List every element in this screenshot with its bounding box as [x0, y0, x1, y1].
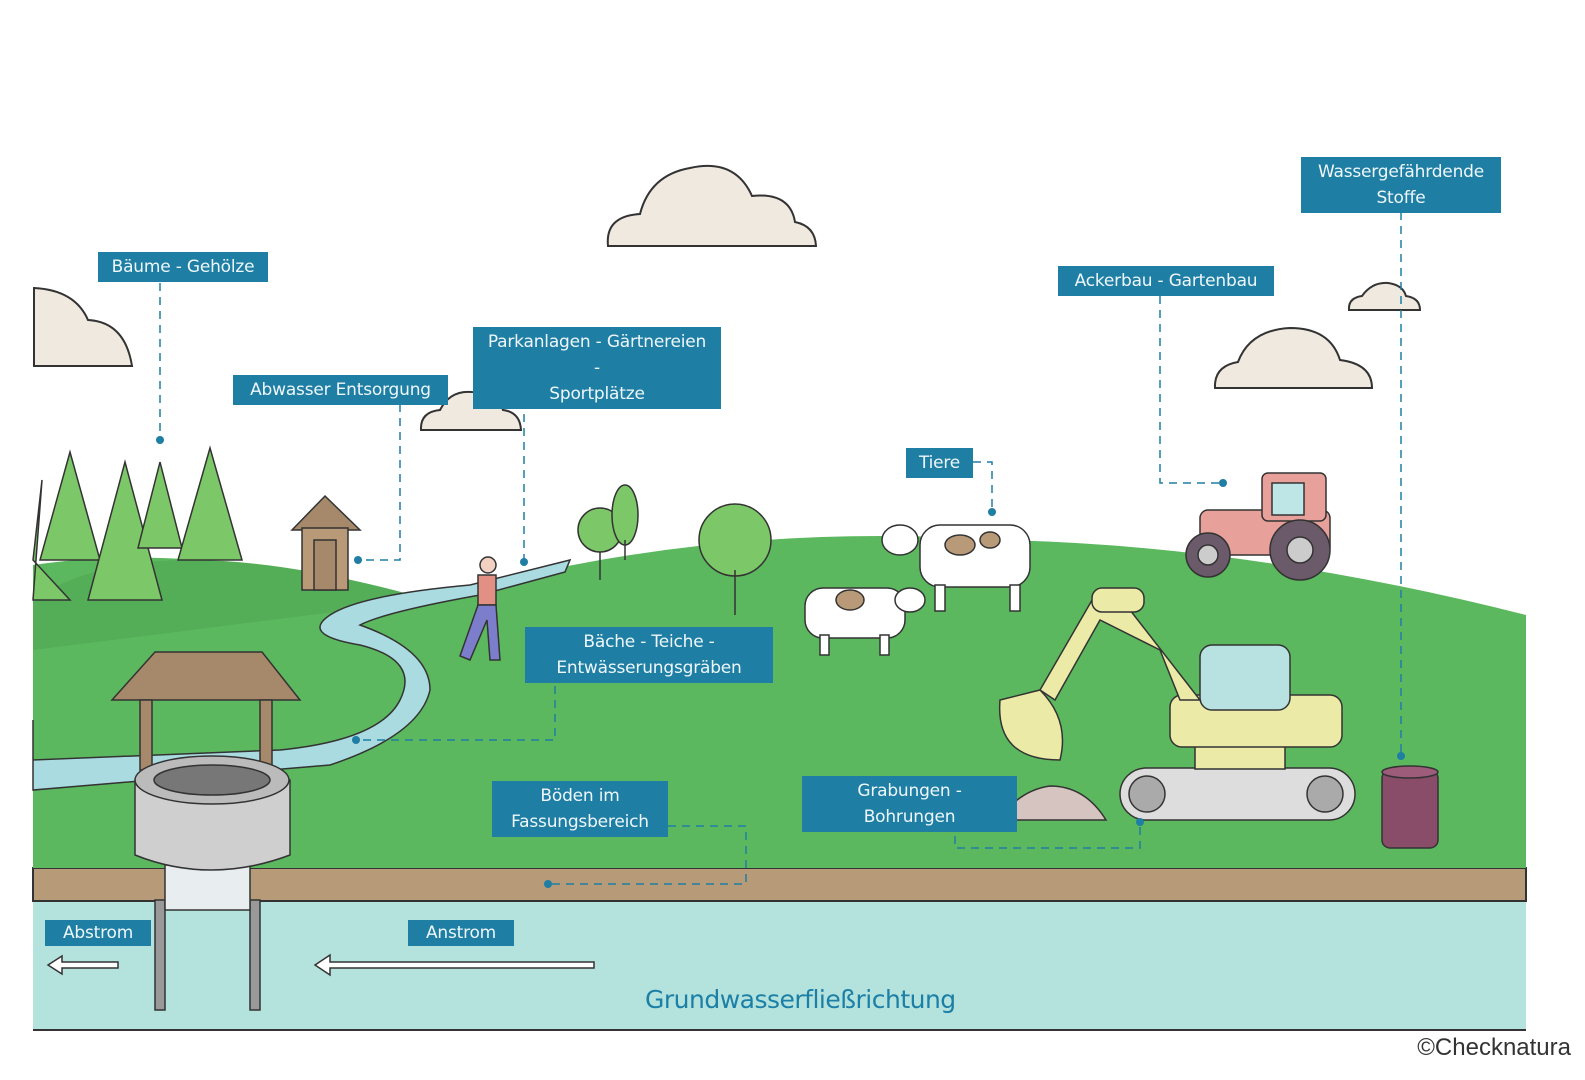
label-anstrom: Anstrom: [408, 920, 514, 946]
copyright-notice: ©Checknatura: [1417, 1034, 1571, 1061]
cloud: [606, 164, 818, 247]
cow: [804, 587, 926, 656]
label-wassergefaehrdende-stoffe: Wassergefährdende Stoffe: [1301, 157, 1501, 213]
label-abstrom: Abstrom: [45, 920, 151, 946]
golfer: [459, 556, 501, 661]
label-boeden-fassungsbereich: Böden im Fassungsbereich: [492, 781, 668, 837]
label-wassergefaehrdende-line1: Wassergefährdende: [1318, 162, 1484, 182]
label-abwasser-entsorgung: Abwasser Entsorgung: [233, 375, 448, 405]
label-baeume-gehoelze: Bäume - Gehölze: [98, 252, 268, 282]
connector-lines: [159, 212, 1402, 885]
label-tiere: Tiere: [906, 448, 973, 478]
anstrom-arrow: [313, 953, 595, 977]
label-parkanlagen-line1: Parkanlagen - Gärtnereien -: [487, 332, 707, 378]
excavator: [998, 587, 1356, 821]
label-parkanlagen-line2: Sportplätze: [549, 384, 645, 404]
label-wassergefaehrdende-line2: Stoffe: [1376, 188, 1426, 208]
label-grabungen-bohrungen: Grabungen -Bohrungen: [802, 776, 1017, 832]
outhouse: [290, 494, 362, 591]
label-boeden-line1: Böden im: [540, 786, 620, 806]
label-baeche-line1: Bäche - Teiche -: [583, 632, 715, 652]
connector-dots: [156, 436, 1405, 888]
cloud: [33, 286, 134, 367]
tractor: [1185, 472, 1331, 581]
groundwater-layer: [33, 900, 1526, 1030]
well: [110, 651, 302, 1011]
cloud: [1347, 281, 1422, 311]
cow: [881, 524, 1031, 612]
label-parkanlagen: Parkanlagen - Gärtnereien - Sportplätze: [473, 327, 721, 409]
pine-trees: [32, 445, 243, 601]
cloud: [1213, 326, 1374, 389]
label-boeden-line2: Fassungsbereich: [511, 812, 649, 832]
stream: [32, 558, 572, 791]
abstrom-arrow: [46, 954, 119, 976]
label-baeche-teiche: Bäche - Teiche - Entwässerungsgräben: [525, 627, 773, 683]
flow-direction-title: Grundwasserfließrichtung: [645, 985, 956, 1014]
barrel: [1381, 765, 1439, 849]
label-ackerbau-gartenbau: Ackerbau - Gartenbau: [1058, 266, 1274, 296]
deciduous-trees: [577, 484, 772, 615]
soil-layer: [32, 867, 1527, 902]
label-baeche-line2: Entwässerungsgräben: [556, 658, 742, 678]
